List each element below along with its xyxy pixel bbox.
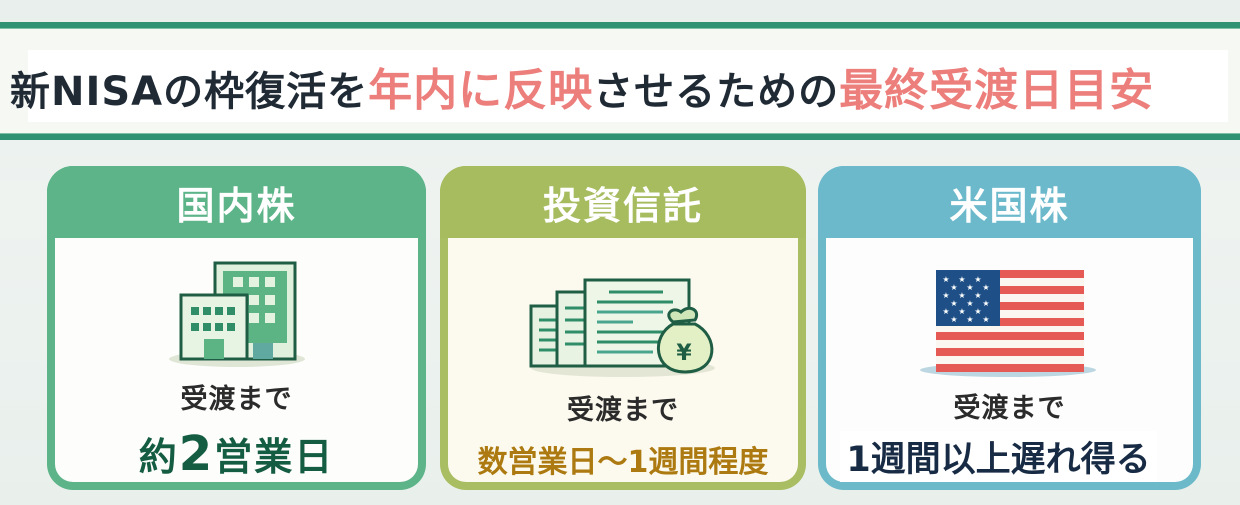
settlement-value: 約2営業日 bbox=[139, 426, 334, 482]
svg-text:★: ★ bbox=[950, 299, 957, 308]
title-highlight-1: 年内に反映 bbox=[368, 65, 594, 116]
svg-text:★: ★ bbox=[982, 283, 989, 292]
svg-text:★: ★ bbox=[974, 275, 981, 284]
title-box: 新NISAの枠復活を年内に反映させるための最終受渡日目安 bbox=[10, 50, 1228, 122]
card-header: 投資信託 bbox=[440, 166, 806, 238]
card-body: ¥ 受渡まで 数営業日〜1週間程度 bbox=[448, 238, 798, 482]
svg-text:★: ★ bbox=[950, 315, 957, 324]
settlement-label: 受渡まで bbox=[180, 384, 293, 415]
svg-text:★: ★ bbox=[974, 307, 981, 316]
settlement-value: 1週間以上遅れ得る bbox=[840, 431, 1157, 482]
documents-money-bag-icon: ¥ bbox=[523, 250, 723, 380]
page-title: 新NISAの枠復活を年内に反映させるための最終受渡日目安 bbox=[10, 54, 1154, 118]
svg-text:★: ★ bbox=[958, 307, 965, 316]
title-highlight-2: 最終受渡日目安 bbox=[839, 65, 1155, 116]
title-part-1: 新NISAの枠復活を bbox=[10, 69, 369, 115]
svg-text:★: ★ bbox=[966, 315, 973, 324]
card-body: 受渡まで 約2営業日 bbox=[55, 238, 418, 482]
svg-text:★: ★ bbox=[942, 275, 949, 284]
card-header: 米国株 bbox=[818, 166, 1201, 238]
svg-text:★: ★ bbox=[942, 291, 949, 300]
value-prefix: 約 bbox=[138, 435, 179, 479]
svg-text:★: ★ bbox=[974, 291, 981, 300]
value-number: 2 bbox=[178, 426, 215, 482]
settlement-label: 受渡まで bbox=[567, 395, 679, 426]
title-part-2: させるための bbox=[593, 69, 840, 115]
settlement-label: 受渡まで bbox=[953, 393, 1066, 424]
svg-text:★: ★ bbox=[958, 275, 965, 284]
svg-text:★: ★ bbox=[966, 283, 973, 292]
office-building-icon bbox=[167, 250, 307, 369]
svg-text:★: ★ bbox=[966, 299, 973, 308]
card-us-stocks: 米国株 ★★★ ★★★ ★★★ bbox=[818, 166, 1201, 490]
svg-text:★: ★ bbox=[958, 291, 965, 300]
value-suffix: 営業日 bbox=[214, 435, 335, 479]
svg-text:¥: ¥ bbox=[676, 341, 692, 366]
card-investment-trusts: 投資信託 ¥ bbox=[440, 166, 806, 490]
card-body: ★★★ ★★★ ★★★ ★★★ ★★★ ★★★ 受渡まで 1週間以上遅れ得る bbox=[826, 238, 1193, 482]
title-banner: 新NISAの枠復活を年内に反映させるための最終受渡日目安 bbox=[0, 22, 1240, 140]
us-flag-icon: ★★★ ★★★ ★★★ ★★★ ★★★ ★★★ bbox=[919, 250, 1100, 378]
card-header: 国内株 bbox=[47, 166, 426, 238]
svg-text:★: ★ bbox=[950, 283, 957, 292]
card-domestic-stocks: 国内株 受渡まで 約2営業 bbox=[47, 166, 426, 490]
svg-text:★: ★ bbox=[982, 299, 989, 308]
settlement-value: 数営業日〜1週間程度 bbox=[477, 445, 769, 480]
svg-text:★: ★ bbox=[942, 307, 949, 316]
svg-text:★: ★ bbox=[982, 315, 989, 324]
